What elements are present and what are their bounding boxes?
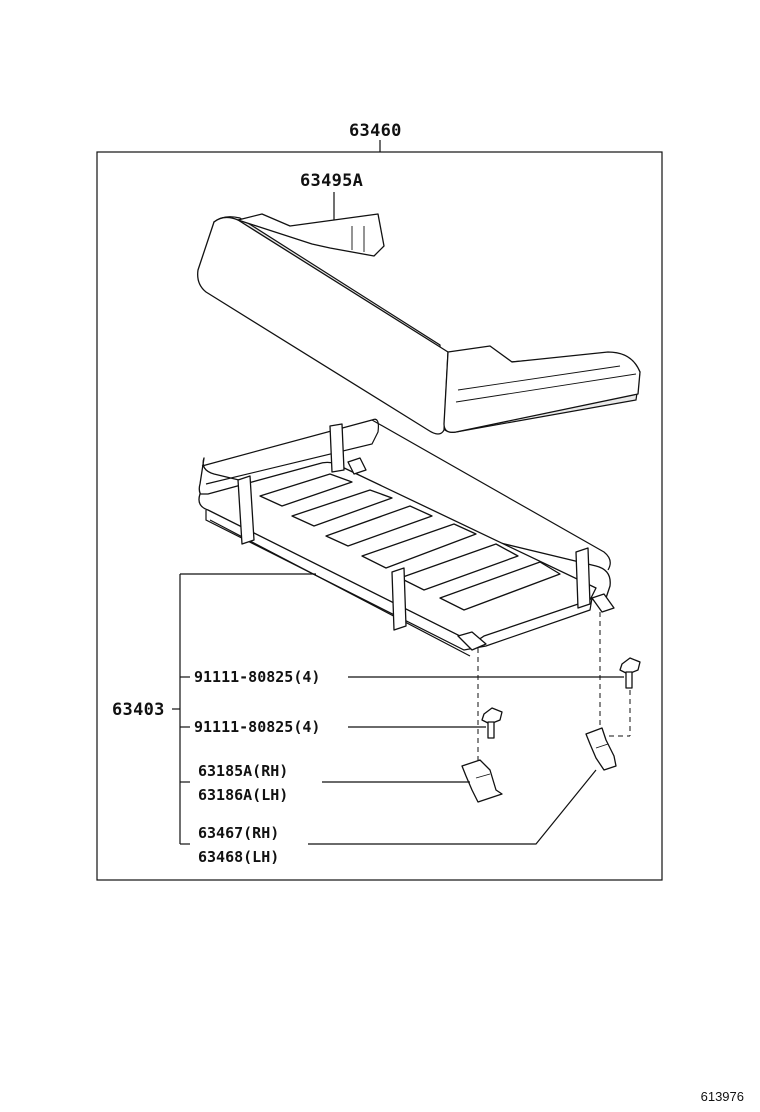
label-bolt-lower: 91111-80825(4) [194,718,320,736]
label-carrier: 63403 [112,700,165,720]
cover-part [197,213,641,435]
label-bracket-b-rh: 63467(RH) [198,824,279,842]
bracket-b [585,727,617,771]
figure-id: 613976 [700,1089,744,1104]
label-bolt-upper: 91111-80825(4) [194,668,320,686]
label-cover: 63495A [300,171,363,191]
bracket-a [461,759,503,803]
label-bracket-b-lh: 63468(LH) [198,848,279,866]
label-bracket-a-lh: 63186A(LH) [198,786,288,804]
bolt-lower [481,707,503,739]
bracket-b-leader [308,769,597,845]
label-assembly: 63460 [349,121,402,141]
label-bracket-a-rh: 63185A(RH) [198,762,288,780]
carrier-rack [198,418,615,657]
bolt-upper [619,657,641,689]
